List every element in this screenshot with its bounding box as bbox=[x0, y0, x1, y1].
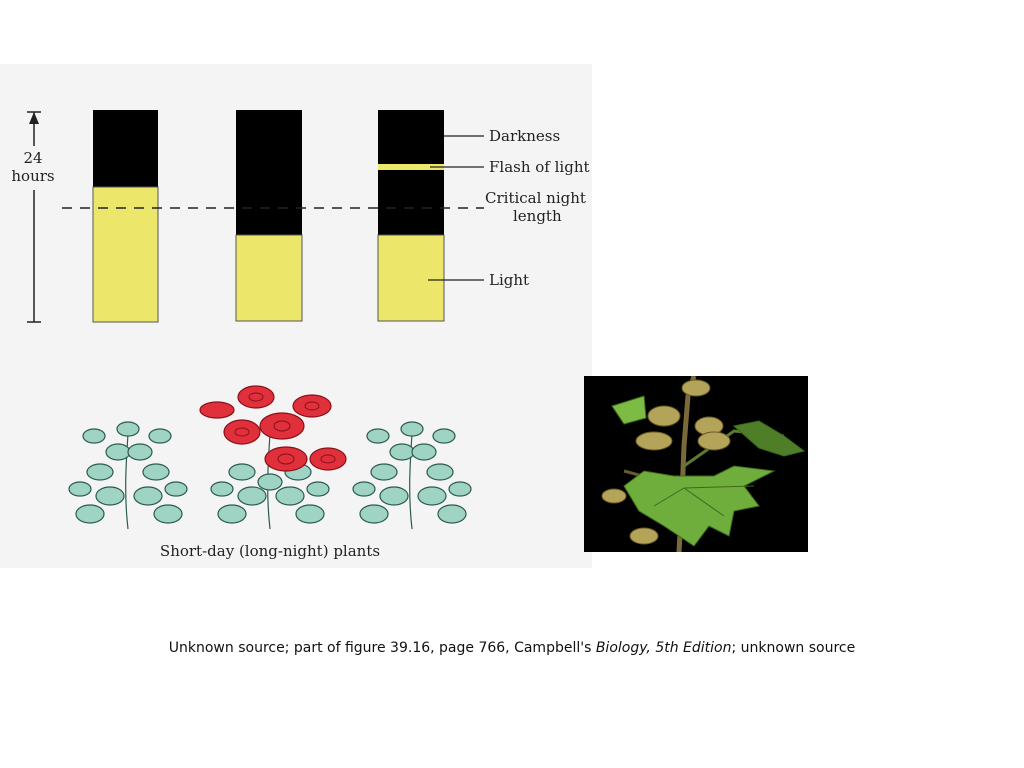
plants-caption: Short-day (long-night) plants bbox=[160, 542, 380, 560]
label-critical-line1: Critical night bbox=[485, 189, 586, 207]
caption-book-title: Biology, 5th Edition bbox=[595, 640, 732, 656]
flash-of-light-segment bbox=[378, 164, 444, 170]
axis-label-number: 24 bbox=[23, 149, 42, 167]
photoperiod-diagram: 24 hours Darkness Flash of light Critica… bbox=[0, 64, 592, 568]
figure-caption: Unknown source; part of figure 39.16, pa… bbox=[0, 640, 1024, 656]
darkness-segment bbox=[93, 110, 158, 187]
bar-long-night bbox=[235, 110, 303, 322]
light-segment bbox=[377, 234, 445, 322]
caption-prefix: Unknown source; part of figure 39.16, pa… bbox=[168, 640, 596, 656]
caption-suffix: ; unknown source bbox=[731, 640, 856, 656]
darkness-segment bbox=[378, 110, 444, 235]
label-light: Light bbox=[489, 271, 529, 289]
arrow-up-icon bbox=[29, 112, 39, 124]
light-segment bbox=[235, 234, 303, 322]
plant-no-flowers bbox=[68, 421, 188, 530]
axis-label-unit: hours bbox=[11, 167, 54, 185]
bar-interrupted-night bbox=[377, 110, 445, 322]
bar-short-night bbox=[92, 110, 159, 323]
darkness-segment bbox=[236, 110, 302, 235]
hours-axis: 24 hours bbox=[8, 111, 58, 323]
label-darkness: Darkness bbox=[489, 127, 560, 145]
label-flash-of-light: Flash of light bbox=[489, 158, 590, 176]
cocklebur-photo bbox=[584, 376, 808, 552]
plant-no-flowers bbox=[352, 421, 472, 530]
label-critical-line2: length bbox=[513, 207, 562, 225]
light-segment bbox=[92, 186, 159, 323]
plant-flowering bbox=[199, 385, 347, 530]
